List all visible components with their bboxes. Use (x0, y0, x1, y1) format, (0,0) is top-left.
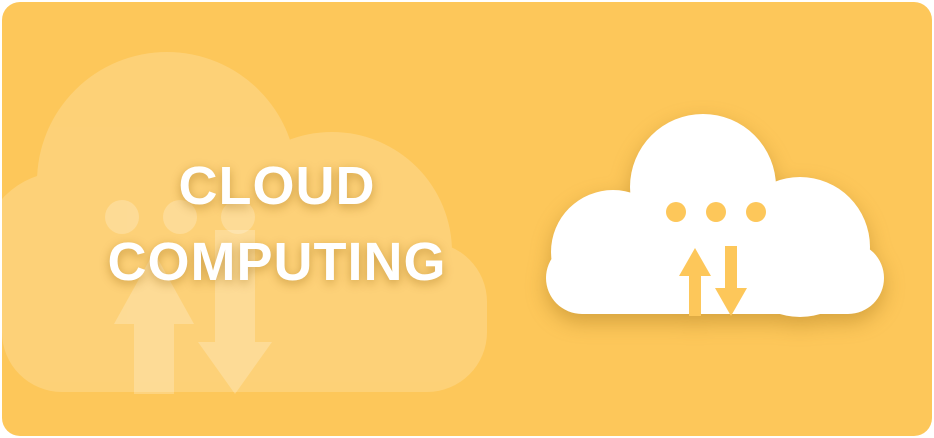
headline: CLOUD COMPUTING (82, 148, 472, 300)
cloud-upload-download-icon (546, 114, 884, 317)
background-dots-icon (105, 200, 255, 234)
upload-arrow-icon (679, 248, 711, 316)
headline-line-1: CLOUD (178, 156, 376, 216)
upload-download-arrows-icon (679, 246, 747, 316)
headline-line-2: COMPUTING (107, 232, 447, 292)
background-arrows-icon (114, 230, 272, 394)
background-cloud-icon (2, 52, 487, 394)
download-arrow-icon (715, 246, 747, 316)
three-dots-icon (666, 202, 766, 222)
